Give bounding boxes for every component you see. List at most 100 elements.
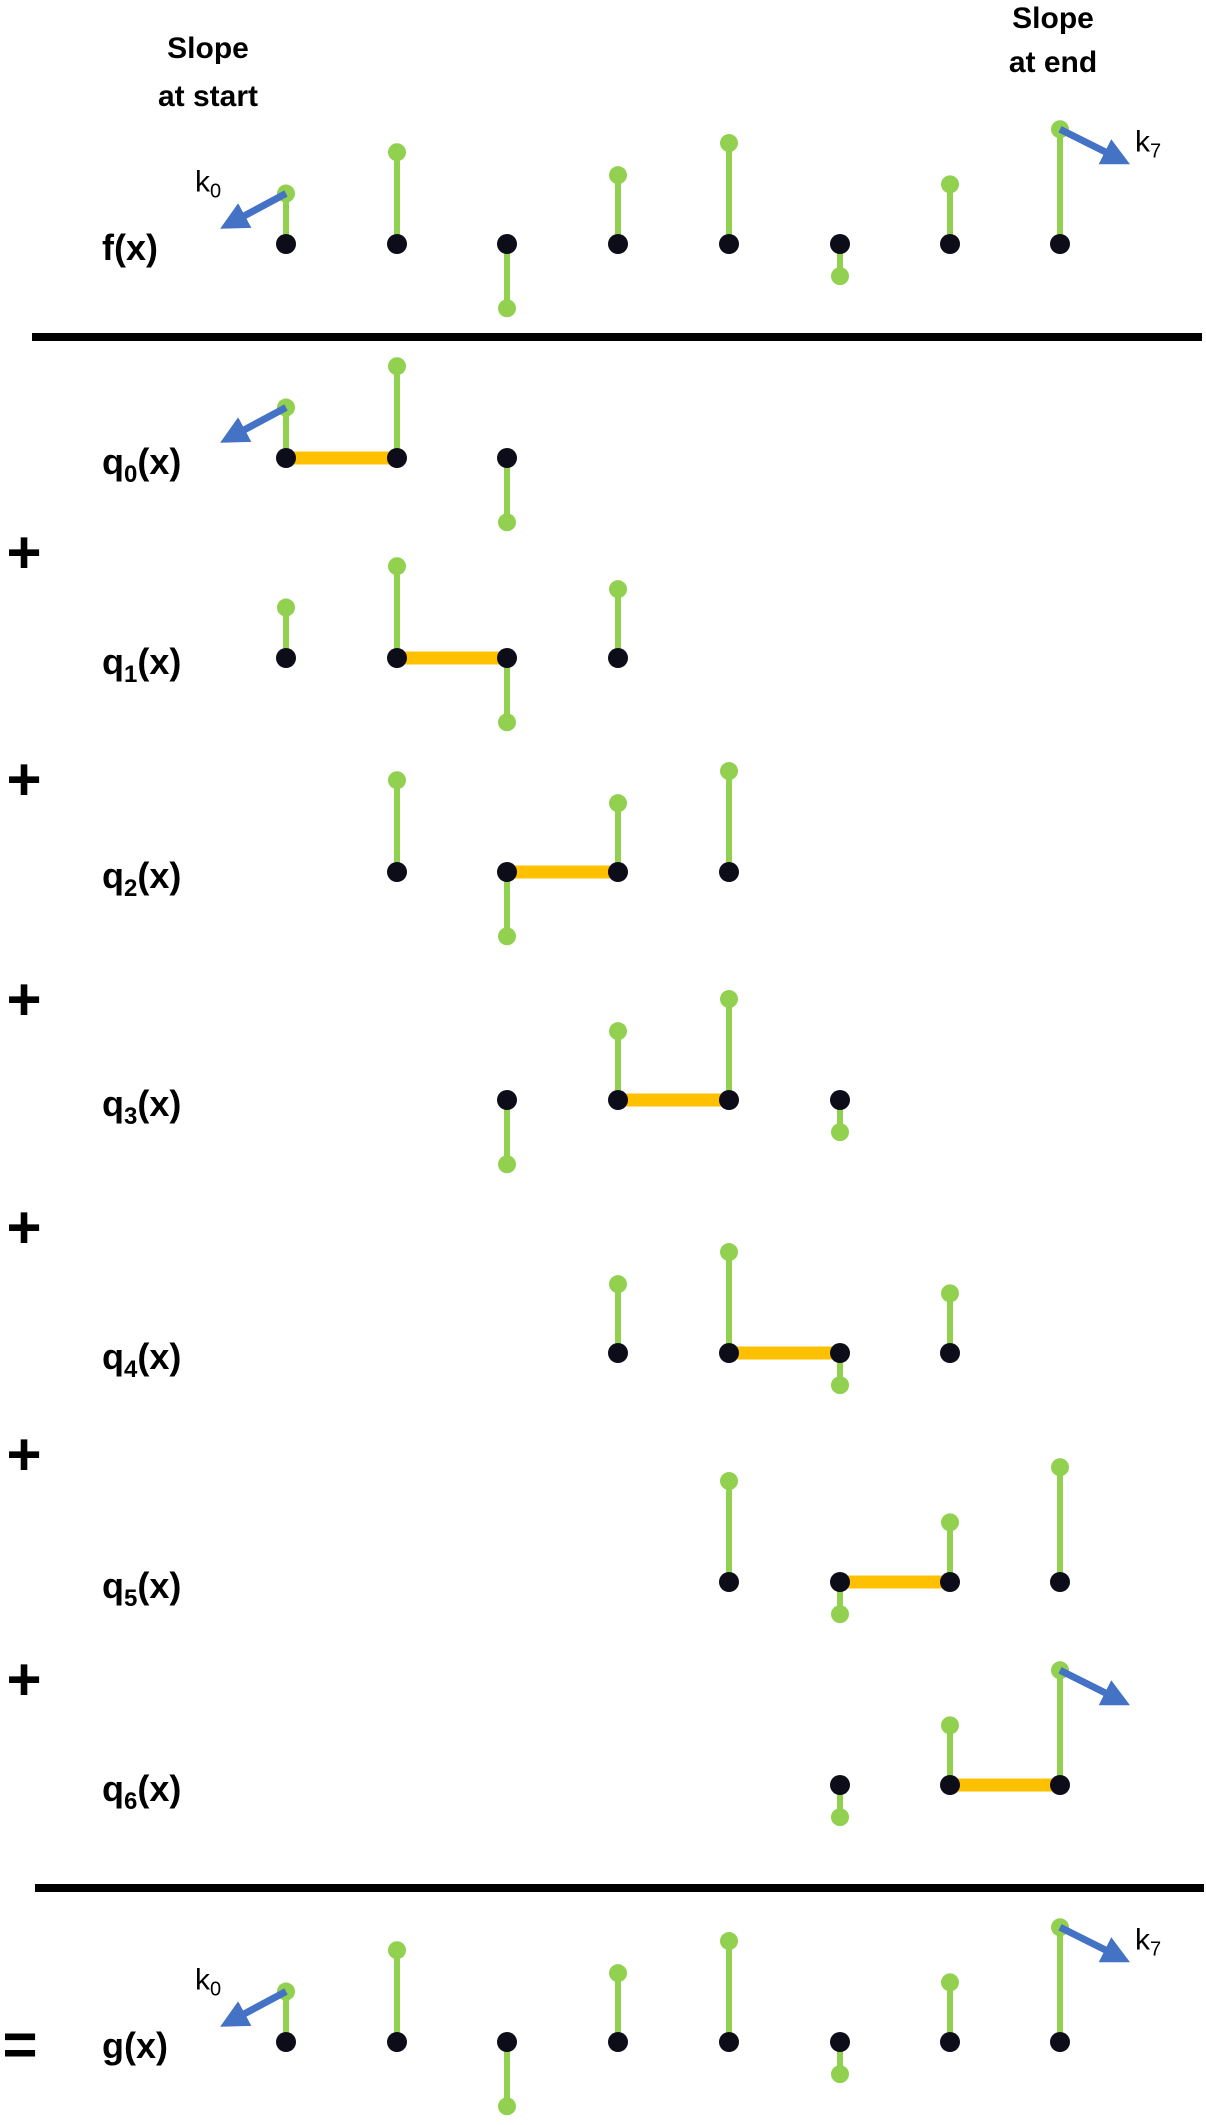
stem-tip (941, 1513, 959, 1532)
stem-tip (941, 1284, 959, 1303)
knot-dot (276, 234, 296, 254)
row-label-q3: q3(x) (102, 1083, 181, 1130)
slope-start-arrow (220, 1988, 288, 2027)
stem-tip (498, 299, 516, 318)
slope-start-title-line1: Slope (167, 32, 249, 65)
slope-start-arrow (220, 404, 288, 443)
stem-tip (941, 175, 959, 194)
slope-end-title-line1: Slope (1012, 2, 1094, 35)
row-q0: q0(x) (102, 357, 517, 532)
knot-dot (830, 1090, 850, 1110)
slope-start-arrow (220, 190, 288, 229)
knot-dot (719, 1343, 739, 1363)
knot-dot (387, 648, 407, 668)
knot-dot (387, 448, 407, 468)
slope-end-arrow (1058, 1667, 1131, 1706)
knot-dot (940, 234, 960, 254)
stem-tip (498, 713, 516, 732)
stem-tip (720, 1932, 738, 1951)
slope-end-label: k7 (1135, 1923, 1161, 1960)
knot-dot (608, 1090, 628, 1110)
row-q6: q6(x) (102, 1661, 1131, 1827)
knot-dot (608, 862, 628, 882)
stem-tip (831, 1605, 849, 1624)
knot-dot (608, 648, 628, 668)
stem-tip (388, 557, 406, 576)
knot-dot (1050, 2032, 1070, 2052)
plus-operator: + (6, 1646, 41, 1713)
operators: ++++++= (2, 519, 41, 2078)
stem-tip (831, 1376, 849, 1395)
knot-dot (719, 862, 739, 882)
knot-dot (276, 448, 296, 468)
stem-tip (498, 927, 516, 946)
knot-dot (940, 1343, 960, 1363)
knot-dot (1050, 1775, 1070, 1795)
equals-operator: = (2, 2011, 37, 2078)
slope-start-label: k0 (195, 1964, 221, 2001)
plus-operator: + (6, 746, 41, 813)
knot-dot (497, 1090, 517, 1110)
row-q2: q2(x) (102, 762, 739, 946)
knot-dot (608, 2032, 628, 2052)
knot-dot (830, 234, 850, 254)
row-q4: q4(x) (102, 1243, 960, 1395)
row-label-q4: q4(x) (102, 1336, 181, 1383)
stem-tip (831, 2065, 849, 2084)
stem-tip (1051, 1458, 1069, 1477)
row-label-q0: q0(x) (102, 441, 181, 488)
knot-dot (497, 448, 517, 468)
row-label-q1: q1(x) (102, 641, 181, 688)
stem-tip (831, 1123, 849, 1142)
stem-tip (277, 598, 295, 617)
row-q3: q3(x) (102, 990, 850, 1174)
stem-tip (388, 357, 406, 376)
stem-tip (720, 1472, 738, 1491)
knot-dot (608, 234, 628, 254)
slope-end-arrow (1058, 1924, 1131, 1963)
stem-tip (941, 1716, 959, 1735)
knot-dot (387, 862, 407, 882)
knot-dot (387, 234, 407, 254)
stem-tip (720, 1243, 738, 1262)
stem-tip (831, 1808, 849, 1827)
knot-dot (830, 1572, 850, 1592)
knot-dot (940, 1775, 960, 1795)
knot-dot (940, 2032, 960, 2052)
stem-tip (388, 1941, 406, 1960)
knot-dot (719, 1572, 739, 1592)
slope-end-arrow (1058, 126, 1131, 165)
stem-tip (388, 143, 406, 162)
slope-start-label: k0 (195, 166, 221, 203)
stem-tip (831, 267, 849, 286)
knot-dot (497, 2032, 517, 2052)
stem-tip (941, 1973, 959, 1992)
stem-tip (609, 580, 627, 599)
slope-start-title-line2: at start (158, 80, 258, 113)
plus-operator: + (6, 1194, 41, 1261)
stem-tip (609, 166, 627, 185)
stem-tip (720, 134, 738, 153)
knot-dot (940, 1572, 960, 1592)
stem-tip (720, 990, 738, 1009)
knot-dot (719, 1090, 739, 1110)
plus-operator: + (6, 1421, 41, 1488)
slope-end-title-line2: at end (1009, 46, 1097, 79)
knot-dot (497, 234, 517, 254)
stem-tip (609, 794, 627, 813)
stem-tip (498, 2097, 516, 2116)
knot-dot (1050, 1572, 1070, 1592)
knot-dot (497, 648, 517, 668)
row-label-q2: q2(x) (102, 855, 181, 902)
knot-dot (830, 1343, 850, 1363)
row-q1: q1(x) (102, 557, 628, 732)
stem-tip (498, 513, 516, 532)
knot-dot (608, 1343, 628, 1363)
slope-end-label: k7 (1135, 125, 1161, 162)
row-label-q6: q6(x) (102, 1768, 181, 1815)
stem-tip (388, 771, 406, 790)
knot-dot (276, 648, 296, 668)
stem-tip (609, 1964, 627, 1983)
